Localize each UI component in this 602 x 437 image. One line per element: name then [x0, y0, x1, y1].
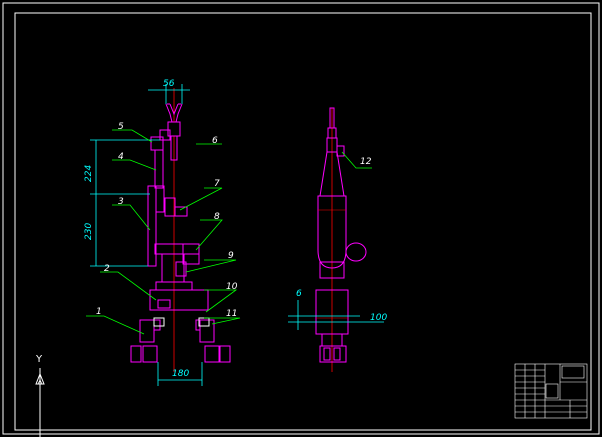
- dim-56-text: 56: [163, 79, 175, 89]
- base-legs: [130, 319, 231, 363]
- dim-56: [148, 84, 190, 104]
- front-leaders: [86, 129, 241, 335]
- front-view: 56 224 230 180: [84, 79, 241, 386]
- leader-12: [341, 151, 372, 169]
- dim-6-text: 6: [296, 289, 302, 299]
- label-1: 1: [96, 307, 102, 317]
- gearbox-9-inner: [175, 261, 187, 277]
- title-block-scale-cell: [545, 383, 559, 399]
- gripper: [165, 103, 183, 161]
- dim-100-text: 100: [370, 313, 387, 323]
- dim-side: [288, 300, 384, 330]
- label-12: 12: [360, 157, 372, 167]
- base-plate: [149, 289, 209, 311]
- title-block-name-cell: [561, 365, 585, 379]
- ucs-icon: [35, 368, 45, 437]
- side-view: 6 100 12: [288, 107, 387, 372]
- column-bracket: [155, 185, 165, 213]
- base-slot: [157, 299, 171, 309]
- upper-arm: [154, 149, 164, 189]
- inner-frame: [14, 12, 592, 431]
- label-3: 3: [118, 197, 124, 207]
- label-2: 2: [104, 264, 110, 274]
- title-block: [514, 363, 588, 419]
- dim-180: [157, 362, 203, 386]
- label-4: 4: [118, 152, 124, 162]
- label-11: 11: [226, 309, 237, 319]
- label-9: 9: [228, 251, 234, 261]
- foot-bolt-left: [153, 317, 165, 327]
- label-7: 7: [214, 179, 220, 189]
- dim-224-text: 224: [84, 165, 94, 182]
- dim-180-text: 180: [172, 369, 189, 379]
- label-6: 6: [212, 136, 218, 146]
- main-column: [147, 185, 157, 267]
- motor-7-shaft: [174, 206, 188, 217]
- label-10: 10: [226, 282, 238, 292]
- label-5: 5: [118, 122, 124, 132]
- ucs-y-label: Y: [35, 354, 43, 365]
- dim-230-text: 230: [84, 223, 94, 240]
- label-8: 8: [214, 212, 220, 222]
- side-arm: [315, 107, 367, 363]
- wrist-joint: [159, 129, 171, 141]
